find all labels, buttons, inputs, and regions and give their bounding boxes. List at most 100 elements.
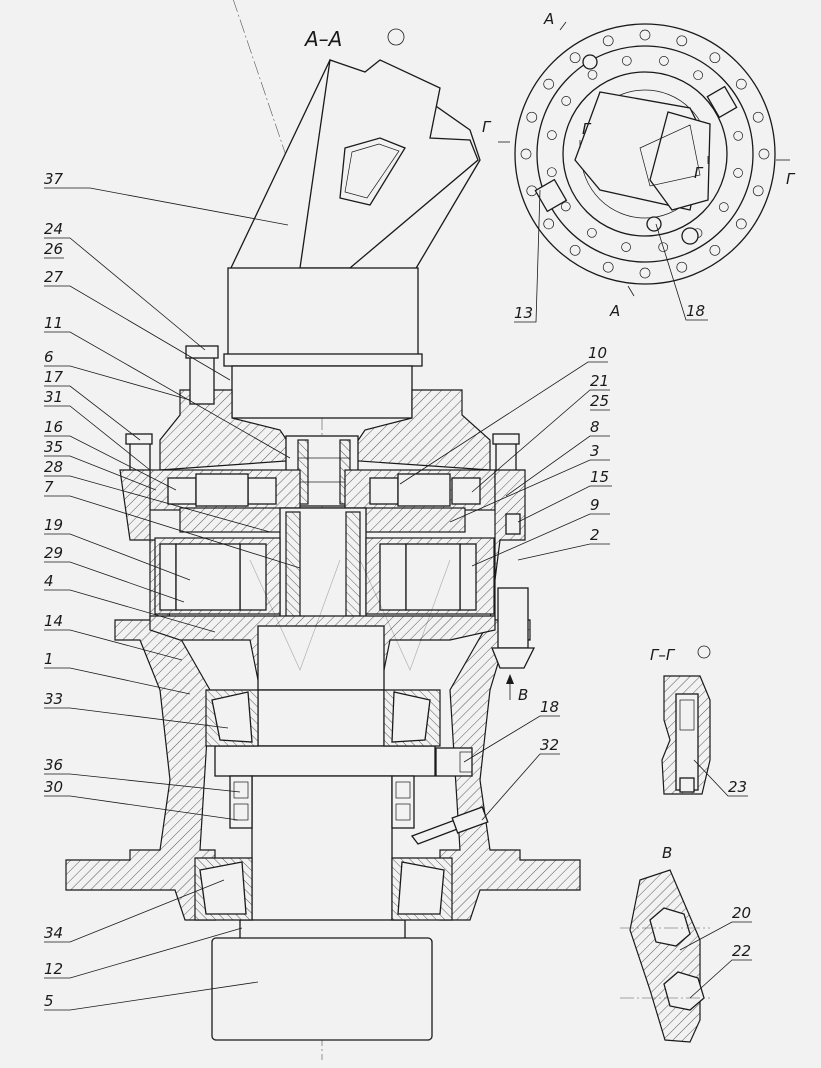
leader-line-18: [463, 715, 560, 763]
callout-4: 4: [44, 572, 54, 590]
callout-24: 24: [44, 220, 63, 238]
leader-line-33: [44, 707, 229, 729]
bolt-hole: [676, 261, 688, 273]
marker-a-top: А: [543, 10, 554, 28]
callout-33: 33: [44, 690, 63, 708]
section-gg: [661, 645, 711, 795]
bolt-hole: [547, 130, 557, 140]
marker-a-bottom: А: [609, 302, 620, 320]
leader-line-29: [44, 561, 185, 603]
callout-5: 5: [44, 992, 54, 1010]
leader-line-7: [44, 495, 301, 569]
bolt-hole: [587, 69, 598, 80]
leader-line-31: [44, 405, 151, 471]
callout-28: 28: [44, 458, 63, 476]
leader-line-1: [44, 667, 191, 695]
leader-line-30: [44, 795, 239, 821]
marker-g-left: Г: [482, 118, 492, 136]
leader-line-17: [44, 385, 141, 441]
callout-group: 3724262711617311635287192941413336303412…: [44, 170, 752, 1011]
bolt-hole: [676, 35, 688, 47]
bolt-hole: [709, 244, 721, 256]
leader-line-22: [689, 959, 752, 999]
callout-35: 35: [44, 438, 63, 456]
first-stage: [149, 469, 496, 511]
callout-2: 2: [590, 526, 600, 544]
view-v-arrow: В: [506, 674, 528, 704]
section-gg-title: Г–Г: [650, 646, 676, 664]
callout-3: 3: [590, 442, 600, 460]
bolt-hole: [587, 227, 597, 238]
bolt-hole: [735, 218, 747, 230]
callout-16: 16: [44, 418, 63, 436]
bolt-hole: [602, 261, 614, 273]
leader-line-37: [44, 187, 289, 226]
leader-line-5: [44, 981, 259, 1011]
bolt-hole: [733, 168, 743, 178]
tapered-bearings: [194, 689, 453, 921]
leader-line-18: [655, 223, 708, 321]
leader-line-28: [44, 475, 271, 533]
bolt-hole: [543, 218, 555, 230]
main-section-view: [65, 0, 581, 1060]
bolt-hole: [543, 78, 555, 90]
bolt-hole: [639, 29, 651, 41]
leader-line-2: [517, 543, 610, 561]
leader-line-15: [517, 485, 612, 523]
callout-25: 25: [590, 392, 609, 410]
callout-34: 34: [44, 924, 63, 942]
bolt-hole: [752, 111, 764, 123]
callout-17: 17: [44, 368, 64, 386]
callout-10: 10: [588, 344, 607, 362]
bolt-hole: [658, 242, 669, 253]
bolt-hole: [520, 148, 532, 160]
callout-7: 7: [44, 478, 54, 496]
leader-line-23: [693, 759, 748, 797]
callout-23: 23: [728, 778, 747, 796]
callout-32: 32: [540, 736, 559, 754]
leader-line-19: [44, 533, 191, 581]
bolt-hole: [546, 167, 557, 178]
leader-line-3: [449, 459, 610, 523]
leader-line-24: [44, 237, 206, 351]
bolt-hole: [758, 148, 770, 160]
second-stage: [154, 537, 495, 615]
bolt-hole: [621, 242, 631, 252]
v-arrow-label: В: [518, 686, 528, 704]
callout-30: 30: [44, 778, 63, 796]
bolt-hole: [693, 70, 703, 81]
leader-line-35: [44, 455, 157, 491]
leader-line-6: [44, 365, 191, 401]
leader-line-20: [679, 921, 752, 951]
bolt-hole: [639, 267, 651, 279]
leader-line-10: [399, 361, 608, 485]
callout-29: 29: [44, 544, 63, 562]
callout-18: 18: [540, 698, 559, 716]
marker-g-inner-right: Г: [694, 164, 704, 182]
bolt-hole: [569, 52, 581, 64]
leader-line-21: [471, 389, 610, 493]
callout-12: 12: [44, 960, 63, 978]
callout-8: 8: [590, 418, 600, 436]
view-v: [620, 869, 710, 1043]
bolt-hole: [621, 55, 632, 66]
bolt-hole: [526, 111, 538, 123]
view-v-title: В: [662, 844, 672, 862]
bolt-hole: [718, 202, 729, 212]
callout-18: 18: [686, 302, 705, 320]
callout-6: 6: [44, 348, 54, 366]
bolt-hole: [560, 201, 571, 212]
leader-line-4: [44, 589, 216, 633]
section-aa-symbol: [387, 28, 405, 46]
callout-19: 19: [44, 516, 63, 534]
flange-top-view: [498, 21, 790, 297]
bolt-hole: [561, 96, 572, 106]
callout-14: 14: [44, 612, 63, 630]
callout-37: 37: [44, 170, 64, 188]
leader-line-27: [44, 285, 231, 381]
callout-26: 26: [44, 240, 63, 258]
callout-9: 9: [590, 496, 600, 514]
callout-36: 36: [44, 756, 63, 774]
marker-g-inner-left: Г: [582, 120, 592, 138]
